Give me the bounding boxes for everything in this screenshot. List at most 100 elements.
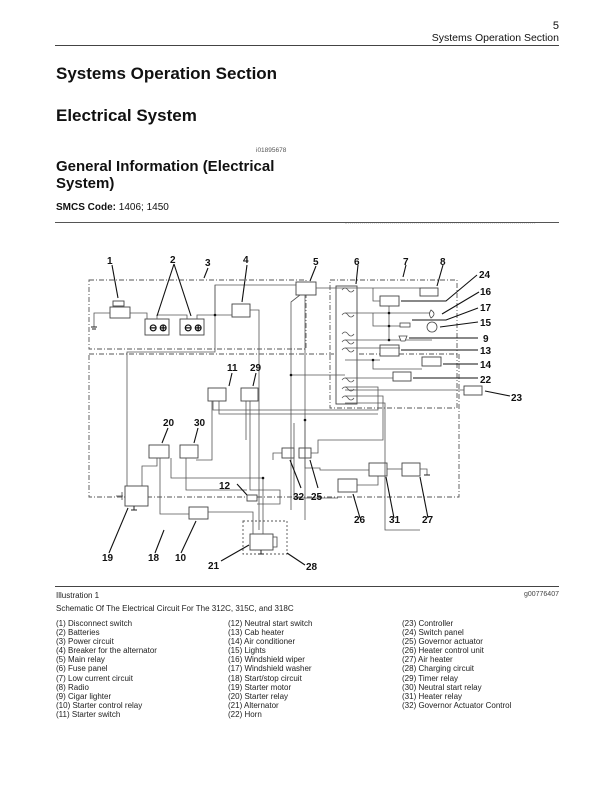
page-number: 5: [552, 20, 559, 32]
callout-7: 7: [403, 257, 409, 268]
legend-item: (29) Timer relay: [402, 673, 459, 683]
battery-2-pos: ⊕: [194, 323, 202, 334]
callout-25: 25: [311, 492, 323, 503]
legend-item: (30) Neutral start relay: [402, 682, 482, 692]
caption-rule: [55, 586, 559, 587]
cab-heater: [379, 344, 400, 357]
alternator: [249, 533, 274, 551]
callout-labels: 1 2 3 4 5 6 7 8 24 16 17 15 9 13 14 22 2…: [102, 255, 523, 573]
callout-18: 18: [148, 553, 160, 564]
legend-item: (25) Governor actuator: [402, 637, 483, 647]
legend-column-1: (1) Disconnect switch (2) Batteries (3) …: [56, 619, 157, 719]
legend-item: (23) Controller: [402, 619, 454, 628]
callout-19: 19: [102, 553, 114, 564]
disconnect-switch-handle: [112, 300, 125, 307]
section-rule: [55, 222, 559, 223]
legend-item: (27) Air heater: [402, 655, 453, 665]
topic-title: General Information (Electrical System): [56, 158, 275, 192]
electrical-schematic: ⊖ ⊕ ⊖ ⊕: [88, 255, 523, 573]
legend-item: (4) Breaker for the alternator: [56, 646, 157, 656]
battery-2-neg: ⊖: [184, 323, 192, 334]
horn: [392, 371, 412, 382]
legend-item: (10) Starter control relay: [56, 700, 143, 710]
header-rule: [55, 45, 559, 46]
callout-30: 30: [194, 418, 206, 429]
legend-item: (2) Batteries: [56, 628, 100, 638]
legend-item: (18) Start/stop circuit: [228, 673, 302, 683]
smcs-label: SMCS Code:: [56, 202, 116, 213]
legend-item: (22) Horn: [228, 709, 262, 719]
legend-item: (24) Switch panel: [402, 628, 464, 638]
callout-6: 6: [354, 257, 360, 268]
starter-relay: [148, 444, 170, 459]
legend-item: (21) Alternator: [228, 700, 279, 710]
callout-13: 13: [480, 346, 492, 357]
legend-item: (8) Radio: [56, 682, 89, 692]
radio: [419, 287, 439, 297]
callout-1: 1: [107, 256, 113, 267]
legend-item: (19) Starter motor: [228, 682, 292, 692]
battery-2: [179, 318, 205, 336]
dash-boundaries: [88, 279, 460, 555]
fuse-symbols: [341, 287, 355, 401]
callout-2: 2: [170, 255, 176, 266]
legend-item: (28) Charging circuit: [402, 664, 475, 674]
legend-item: (9) Cigar lighter: [56, 691, 112, 701]
callout-27: 27: [422, 515, 434, 526]
starter-control-relay: [188, 506, 209, 520]
charging-circuit-boundary: [242, 520, 288, 555]
chapter-title: Electrical System: [56, 106, 197, 125]
callout-8: 8: [440, 257, 446, 268]
illustration-title: Schematic Of The Electrical Circuit For …: [56, 604, 294, 613]
cigar-lighter-icon: [398, 335, 408, 342]
legend-item: (11) Starter switch: [56, 709, 121, 719]
legend-item: (14) Air conditioner: [228, 637, 296, 647]
callout-21: 21: [208, 561, 220, 572]
legend-item: (1) Disconnect switch: [56, 619, 133, 628]
legend-item: (16) Windshield wiper: [228, 655, 305, 665]
callout-16: 16: [480, 287, 492, 298]
air-conditioner: [421, 356, 442, 367]
lights-icon: [426, 321, 438, 333]
callout-12: 12: [219, 481, 231, 492]
leader-arrows: [108, 263, 511, 566]
components: [109, 281, 483, 551]
air-heater: [401, 462, 421, 477]
legend-column-2: (12) Neutral start switch (13) Cab heate…: [228, 619, 312, 719]
legend-item: (32) Governor Actuator Control: [402, 700, 512, 710]
legend-item: (3) Power circuit: [56, 637, 114, 647]
callout-22: 22: [480, 375, 492, 386]
switch-panel: [379, 295, 400, 307]
ground-symbols: [91, 326, 430, 555]
callout-11: 11: [227, 363, 238, 374]
callout-17: 17: [480, 303, 492, 314]
callout-15: 15: [480, 318, 492, 329]
alternator-pulley-icon: [272, 536, 278, 548]
legend-item: (13) Cab heater: [228, 628, 285, 638]
legend-item: (31) Heater relay: [402, 691, 463, 701]
callout-10: 10: [175, 553, 187, 564]
power-circuit-boundary: [88, 279, 307, 350]
graphic-id: g00776407: [523, 591, 559, 598]
faint-divider: [345, 223, 535, 226]
callout-9: 9: [483, 334, 489, 345]
heater-relay: [368, 462, 388, 477]
battery-1-neg: ⊖: [149, 323, 157, 334]
battery-terminals: ⊖ ⊕ ⊖ ⊕: [149, 323, 202, 334]
legend-item: (7) Low current circuit: [56, 673, 133, 683]
wires: [93, 284, 464, 534]
callout-24: 24: [479, 270, 491, 281]
neutral-start-relay: [179, 444, 199, 459]
governor-actuator-control: [281, 447, 295, 459]
washer-icon: [399, 322, 411, 328]
legend-item: (20) Starter relay: [228, 691, 289, 701]
running-header: Systems Operation Section: [431, 32, 559, 44]
callout-31: 31: [389, 515, 401, 526]
legend-item: (17) Windshield washer: [228, 664, 312, 674]
callout-4: 4: [243, 255, 249, 266]
callout-32: 32: [293, 492, 305, 503]
wiper-icon: [429, 309, 435, 319]
document-id: i01895678: [256, 147, 287, 154]
legend-item: (6) Fuse panel: [56, 664, 108, 674]
disconnect-switch: [109, 306, 131, 319]
